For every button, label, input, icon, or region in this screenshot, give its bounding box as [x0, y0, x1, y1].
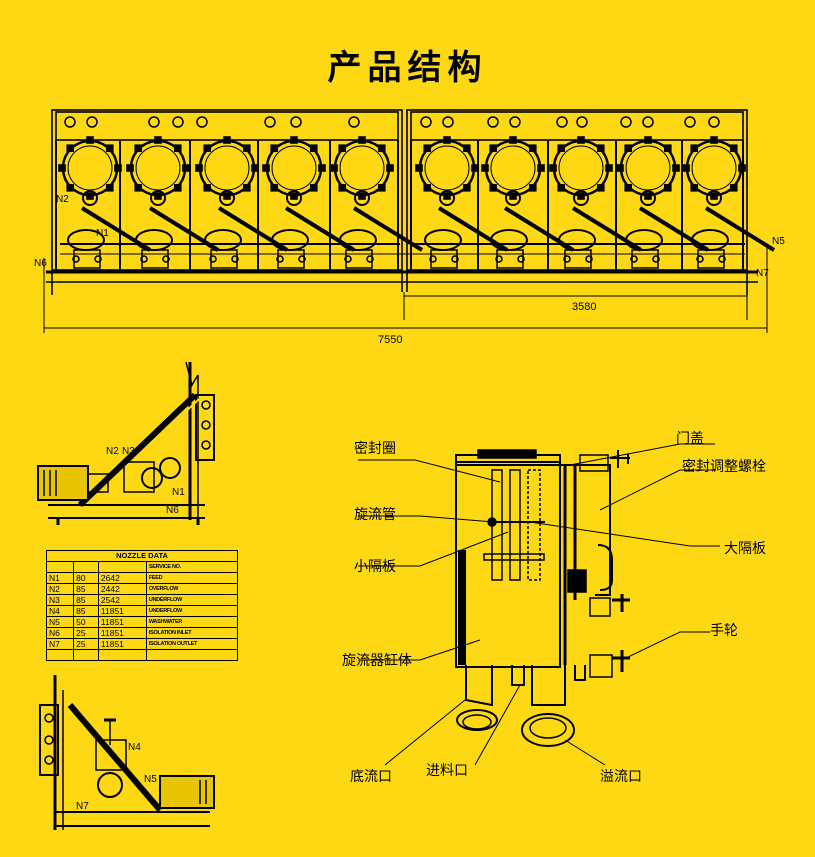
table-cell: N6 [45, 627, 75, 639]
nozzle-marker: N5 [144, 774, 157, 785]
gauge-dial [708, 116, 720, 128]
label-feed-inlet: 进料口 [426, 763, 468, 779]
table-cell: 2642 [97, 572, 147, 584]
table-cell: FEED [145, 572, 239, 584]
label-cyclone-body: 旋流器缸体 [342, 653, 412, 669]
cyclone-unit [415, 136, 509, 269]
nozzle-marker: N2 [56, 194, 69, 205]
table-cell: 25 [73, 638, 99, 650]
nozzle-marker: N7 [756, 268, 769, 279]
cyclone-unit [616, 136, 710, 269]
table-cell: 2442 [97, 583, 147, 595]
table-cell: ISOLATION OUTLET [145, 638, 239, 650]
label-seal-bolt: 密封调整螺栓 [682, 459, 766, 475]
table-cell: N5 [45, 616, 75, 628]
label-overflow-outlet: 溢流口 [600, 769, 642, 785]
gauge-dial [148, 116, 160, 128]
label-door-cover: 门盖 [676, 431, 704, 447]
table-cell: 11851 [97, 605, 147, 617]
nozzle-marker: N2 [106, 446, 119, 457]
gauge-dial [642, 116, 654, 128]
cyclone-unit [549, 136, 643, 269]
table-cell: N1 [45, 572, 75, 584]
table-cell: N2 [45, 583, 75, 595]
table-cell: 85 [73, 605, 99, 617]
table-cell: WASHWATER [145, 616, 239, 628]
nozzle-marker: N1 [96, 228, 109, 239]
table-cell: 11851 [97, 616, 147, 628]
gauge-dial [348, 116, 360, 128]
cyclone-unit [262, 136, 356, 269]
label-cyclone-tube: 旋流管 [354, 507, 396, 523]
gauge-dial [509, 116, 521, 128]
cyclone-unit [126, 136, 220, 269]
table-cell: 85 [73, 594, 99, 606]
nozzle-marker: N6 [34, 258, 47, 269]
page-title: 产品结构 [327, 48, 488, 88]
gauge-dial [576, 116, 588, 128]
table-cell: N7 [45, 638, 75, 650]
table-cell: OVERFLOW [145, 583, 239, 595]
gauge-dial [196, 116, 208, 128]
cyclone-unit [58, 136, 152, 269]
label-small-baffle: 小隔板 [354, 559, 396, 575]
table-cell: N4 [45, 605, 75, 617]
nozzle-marker: N1 [172, 487, 185, 498]
table-cell: UNDERFLOW [145, 594, 239, 606]
table-cell: ISOLATION INLET [145, 627, 239, 639]
gauge-dial [86, 116, 98, 128]
nozzle-marker: N3 [122, 446, 135, 457]
cyclone-unit [195, 136, 289, 269]
nozzle-marker: N7 [76, 801, 89, 812]
cyclone-unit [682, 136, 776, 269]
gauge-dial [487, 116, 499, 128]
table-cell: 25 [73, 627, 99, 639]
table-cell: 80 [73, 572, 99, 584]
dimension-total: 7550 [378, 334, 403, 346]
label-handwheel: 手轮 [710, 623, 738, 639]
gauge-dial [556, 116, 568, 128]
gauge-dial [172, 116, 184, 128]
nozzle-table-subheader: SERVICE NO. [145, 561, 239, 573]
table-cell: 50 [73, 616, 99, 628]
label-bottom-outlet: 底流口 [350, 769, 392, 785]
gauge-dial [290, 116, 302, 128]
table-cell: N3 [45, 594, 75, 606]
nozzle-marker: N5 [772, 236, 785, 247]
table-cell: 11851 [97, 638, 147, 650]
table-cell: UNDERFLOW [145, 605, 239, 617]
nozzle-marker: N4 [128, 742, 141, 753]
table-cell: 85 [73, 583, 99, 595]
cyclone-unit [330, 136, 424, 269]
elevation-drawing [43, 109, 776, 333]
label-large-baffle: 大隔板 [724, 541, 766, 557]
table-cell: 2542 [97, 594, 147, 606]
label-seal-ring: 密封圈 [354, 441, 396, 457]
nozzle-table-header: NOZZLE DATA [46, 550, 238, 562]
gauge-dial [420, 116, 432, 128]
cyclone-unit [481, 136, 575, 269]
nozzle-marker: N6 [166, 505, 179, 516]
table-cell: 11851 [97, 627, 147, 639]
gauge-dial [684, 116, 696, 128]
gauge-dial [620, 116, 632, 128]
gauge-dial [64, 116, 76, 128]
dimension-partial: 3580 [572, 301, 597, 313]
gauge-dial [442, 116, 454, 128]
gauge-dial [264, 116, 276, 128]
